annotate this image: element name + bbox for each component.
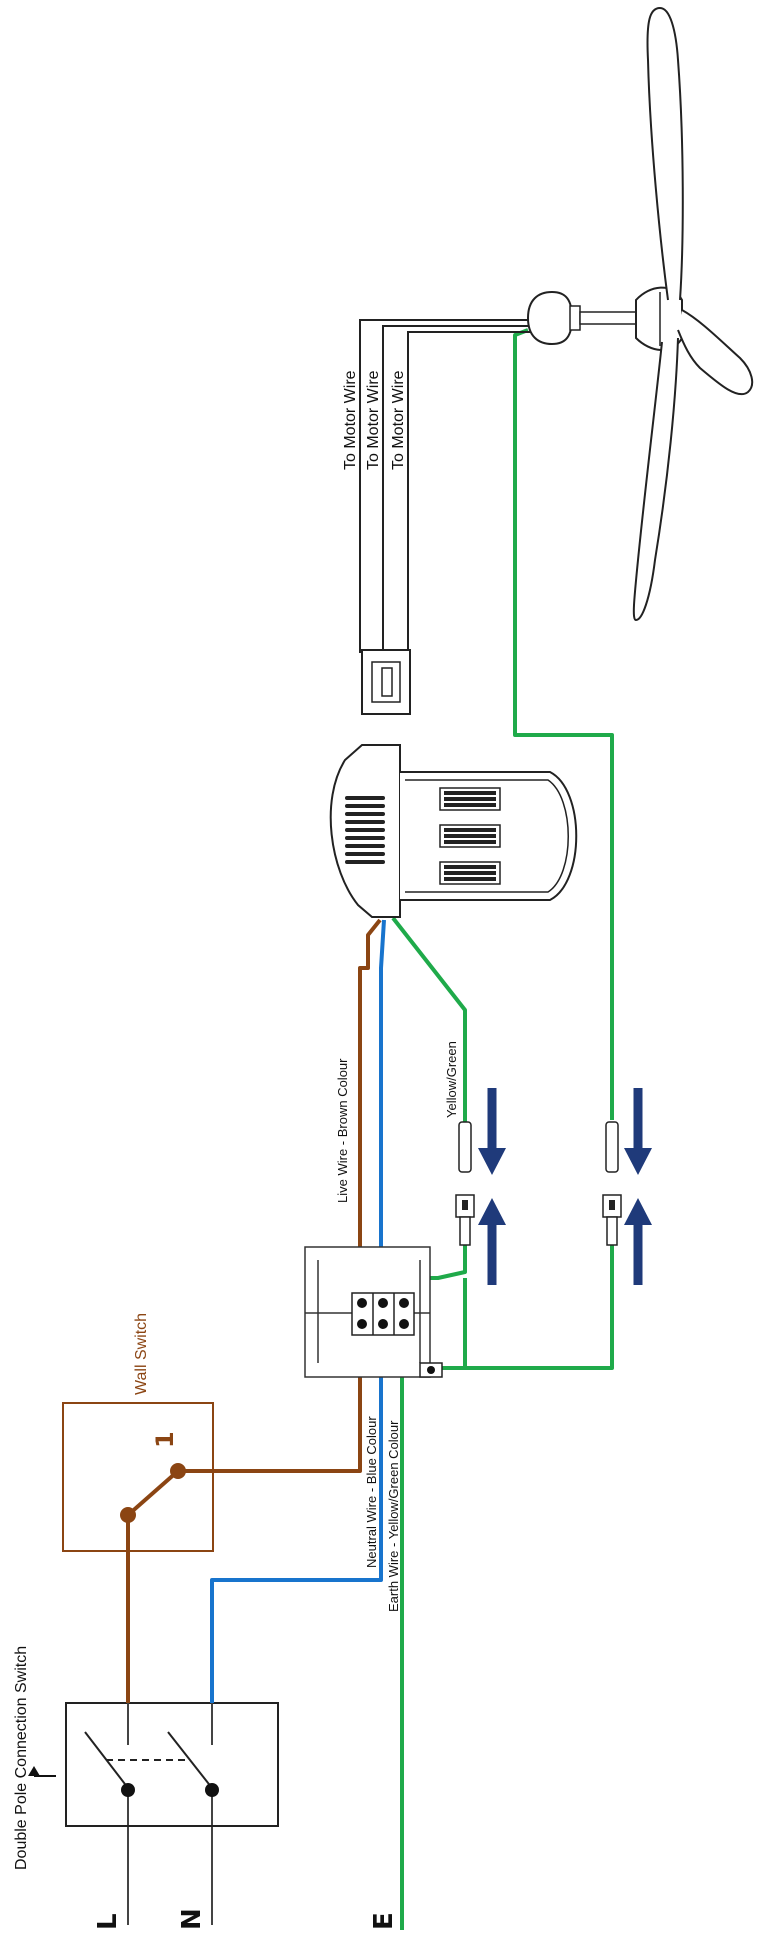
wall-switch-contact-1 <box>170 1463 186 1479</box>
switch-position-label: 1 <box>151 1431 179 1448</box>
fan-receiver-unit <box>329 744 578 918</box>
live-wire-label: Live Wire - Brown Colour <box>335 1058 350 1203</box>
double-pole-switch <box>28 1700 279 1827</box>
live-wire <box>120 918 382 1703</box>
wall-switch-label: Wall Switch <box>133 1313 150 1395</box>
terminal-l-label: L <box>93 1913 123 1930</box>
yellow-green-label: Yellow/Green <box>444 1041 459 1118</box>
earth-connector-lower <box>602 1088 652 1285</box>
neutral-wire <box>210 919 386 1703</box>
wall-switch-pivot <box>120 1507 136 1523</box>
ceiling-fan <box>526 6 754 622</box>
motor-wire-label-2: To Motor Wire <box>365 370 382 470</box>
earth-connector-upper <box>455 1088 506 1285</box>
earth-wire-label: Earth Wire - Yellow/Green Colour <box>386 1420 401 1612</box>
neutral-wire-label: Neutral Wire - Blue Colour <box>364 1416 379 1568</box>
terminal-block <box>304 1246 443 1378</box>
earth-wire <box>391 328 614 1930</box>
motor-wires <box>359 319 540 715</box>
terminal-e-label: E <box>369 1912 399 1930</box>
incoming-supply-lines <box>127 1790 213 1925</box>
double-pole-switch-label: Double Pole Connection Switch <box>13 1646 30 1870</box>
motor-wire-label-1: To Motor Wire <box>342 370 359 470</box>
wall-switch <box>62 1402 214 1552</box>
receiver-vent-slots <box>345 796 385 864</box>
motor-wire-label-3: To Motor Wire <box>390 370 407 470</box>
receiver-grill-blocks <box>439 787 501 885</box>
terminal-n-label: N <box>177 1908 207 1930</box>
